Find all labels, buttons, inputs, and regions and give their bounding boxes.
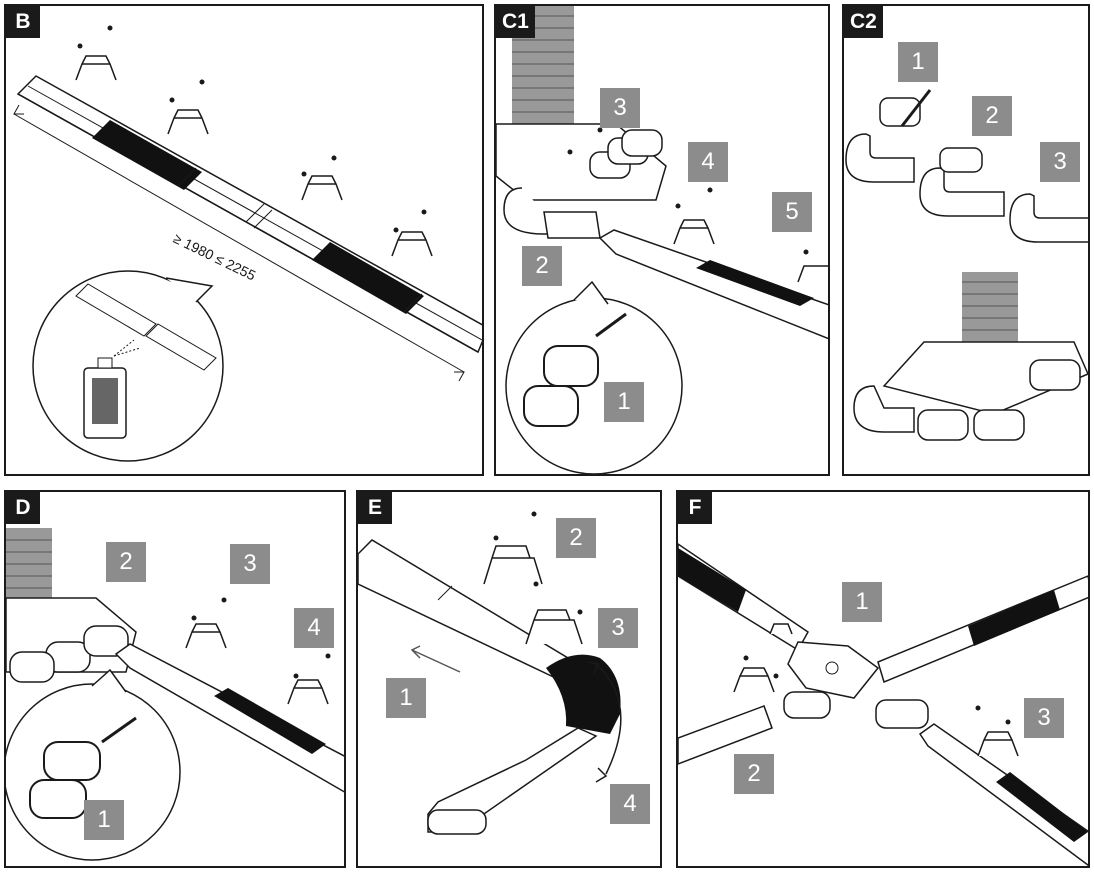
bracket-icon (733, 623, 1019, 757)
step-badge-1: 1 (604, 382, 644, 422)
step-badge-2: 2 (972, 96, 1012, 136)
bracket-icon (483, 545, 583, 645)
plenum-connection-illustration (496, 6, 828, 474)
step-badge-2: 2 (734, 754, 774, 794)
screw-icon (743, 655, 1011, 725)
bracket-icon (185, 623, 329, 705)
elbow-connection-illustration (845, 89, 1088, 441)
panel-f: F 1 2 3 (676, 490, 1090, 868)
step-badge-1: 1 (84, 800, 124, 840)
panel-label-b: B (6, 6, 40, 38)
spray-can-icon (83, 339, 141, 439)
panel-c1: C1 1 2 3 4 5 (494, 4, 830, 476)
step-badge-2: 2 (556, 518, 596, 558)
step-badge-2: 2 (106, 542, 146, 582)
elbow-bend-illustration (358, 511, 622, 835)
step-badge-3: 3 (1024, 698, 1064, 738)
bracket-icon (673, 219, 828, 283)
cross-junction-illustration (678, 543, 1088, 866)
step-badge-1: 1 (898, 42, 938, 82)
panel-label-c2: C2 (844, 6, 883, 38)
panel-label-d: D (6, 492, 40, 524)
step-badge-3: 3 (598, 608, 638, 648)
panel-e: E 1 2 3 4 (356, 490, 662, 868)
step-badge-4: 4 (610, 784, 650, 824)
panel-label-f: F (678, 492, 712, 524)
panel-c2: C2 1 2 3 (842, 4, 1090, 476)
duct-assembly-illustration (13, 25, 482, 462)
duct-extension-illustration (6, 528, 344, 861)
screw-icon (191, 597, 331, 679)
step-badge-3: 3 (230, 544, 270, 584)
panel-label-c1: C1 (496, 6, 535, 38)
panel-label-e: E (358, 492, 392, 524)
step-badge-2: 2 (522, 246, 562, 286)
step-badge-1: 1 (842, 582, 882, 622)
step-badge-4: 4 (688, 142, 728, 182)
screw-icon (77, 25, 427, 233)
bracket-icon (75, 55, 433, 257)
step-badge-4: 4 (294, 608, 334, 648)
step-badge-3: 3 (600, 88, 640, 128)
step-badge-3: 3 (1040, 142, 1080, 182)
step-badge-5: 5 (772, 192, 812, 232)
screw-icon (493, 511, 583, 615)
panel-b: B (4, 4, 484, 476)
screw-icon (567, 127, 809, 255)
panel-d: D 1 2 3 4 (4, 490, 346, 868)
step-badge-1: 1 (386, 678, 426, 718)
